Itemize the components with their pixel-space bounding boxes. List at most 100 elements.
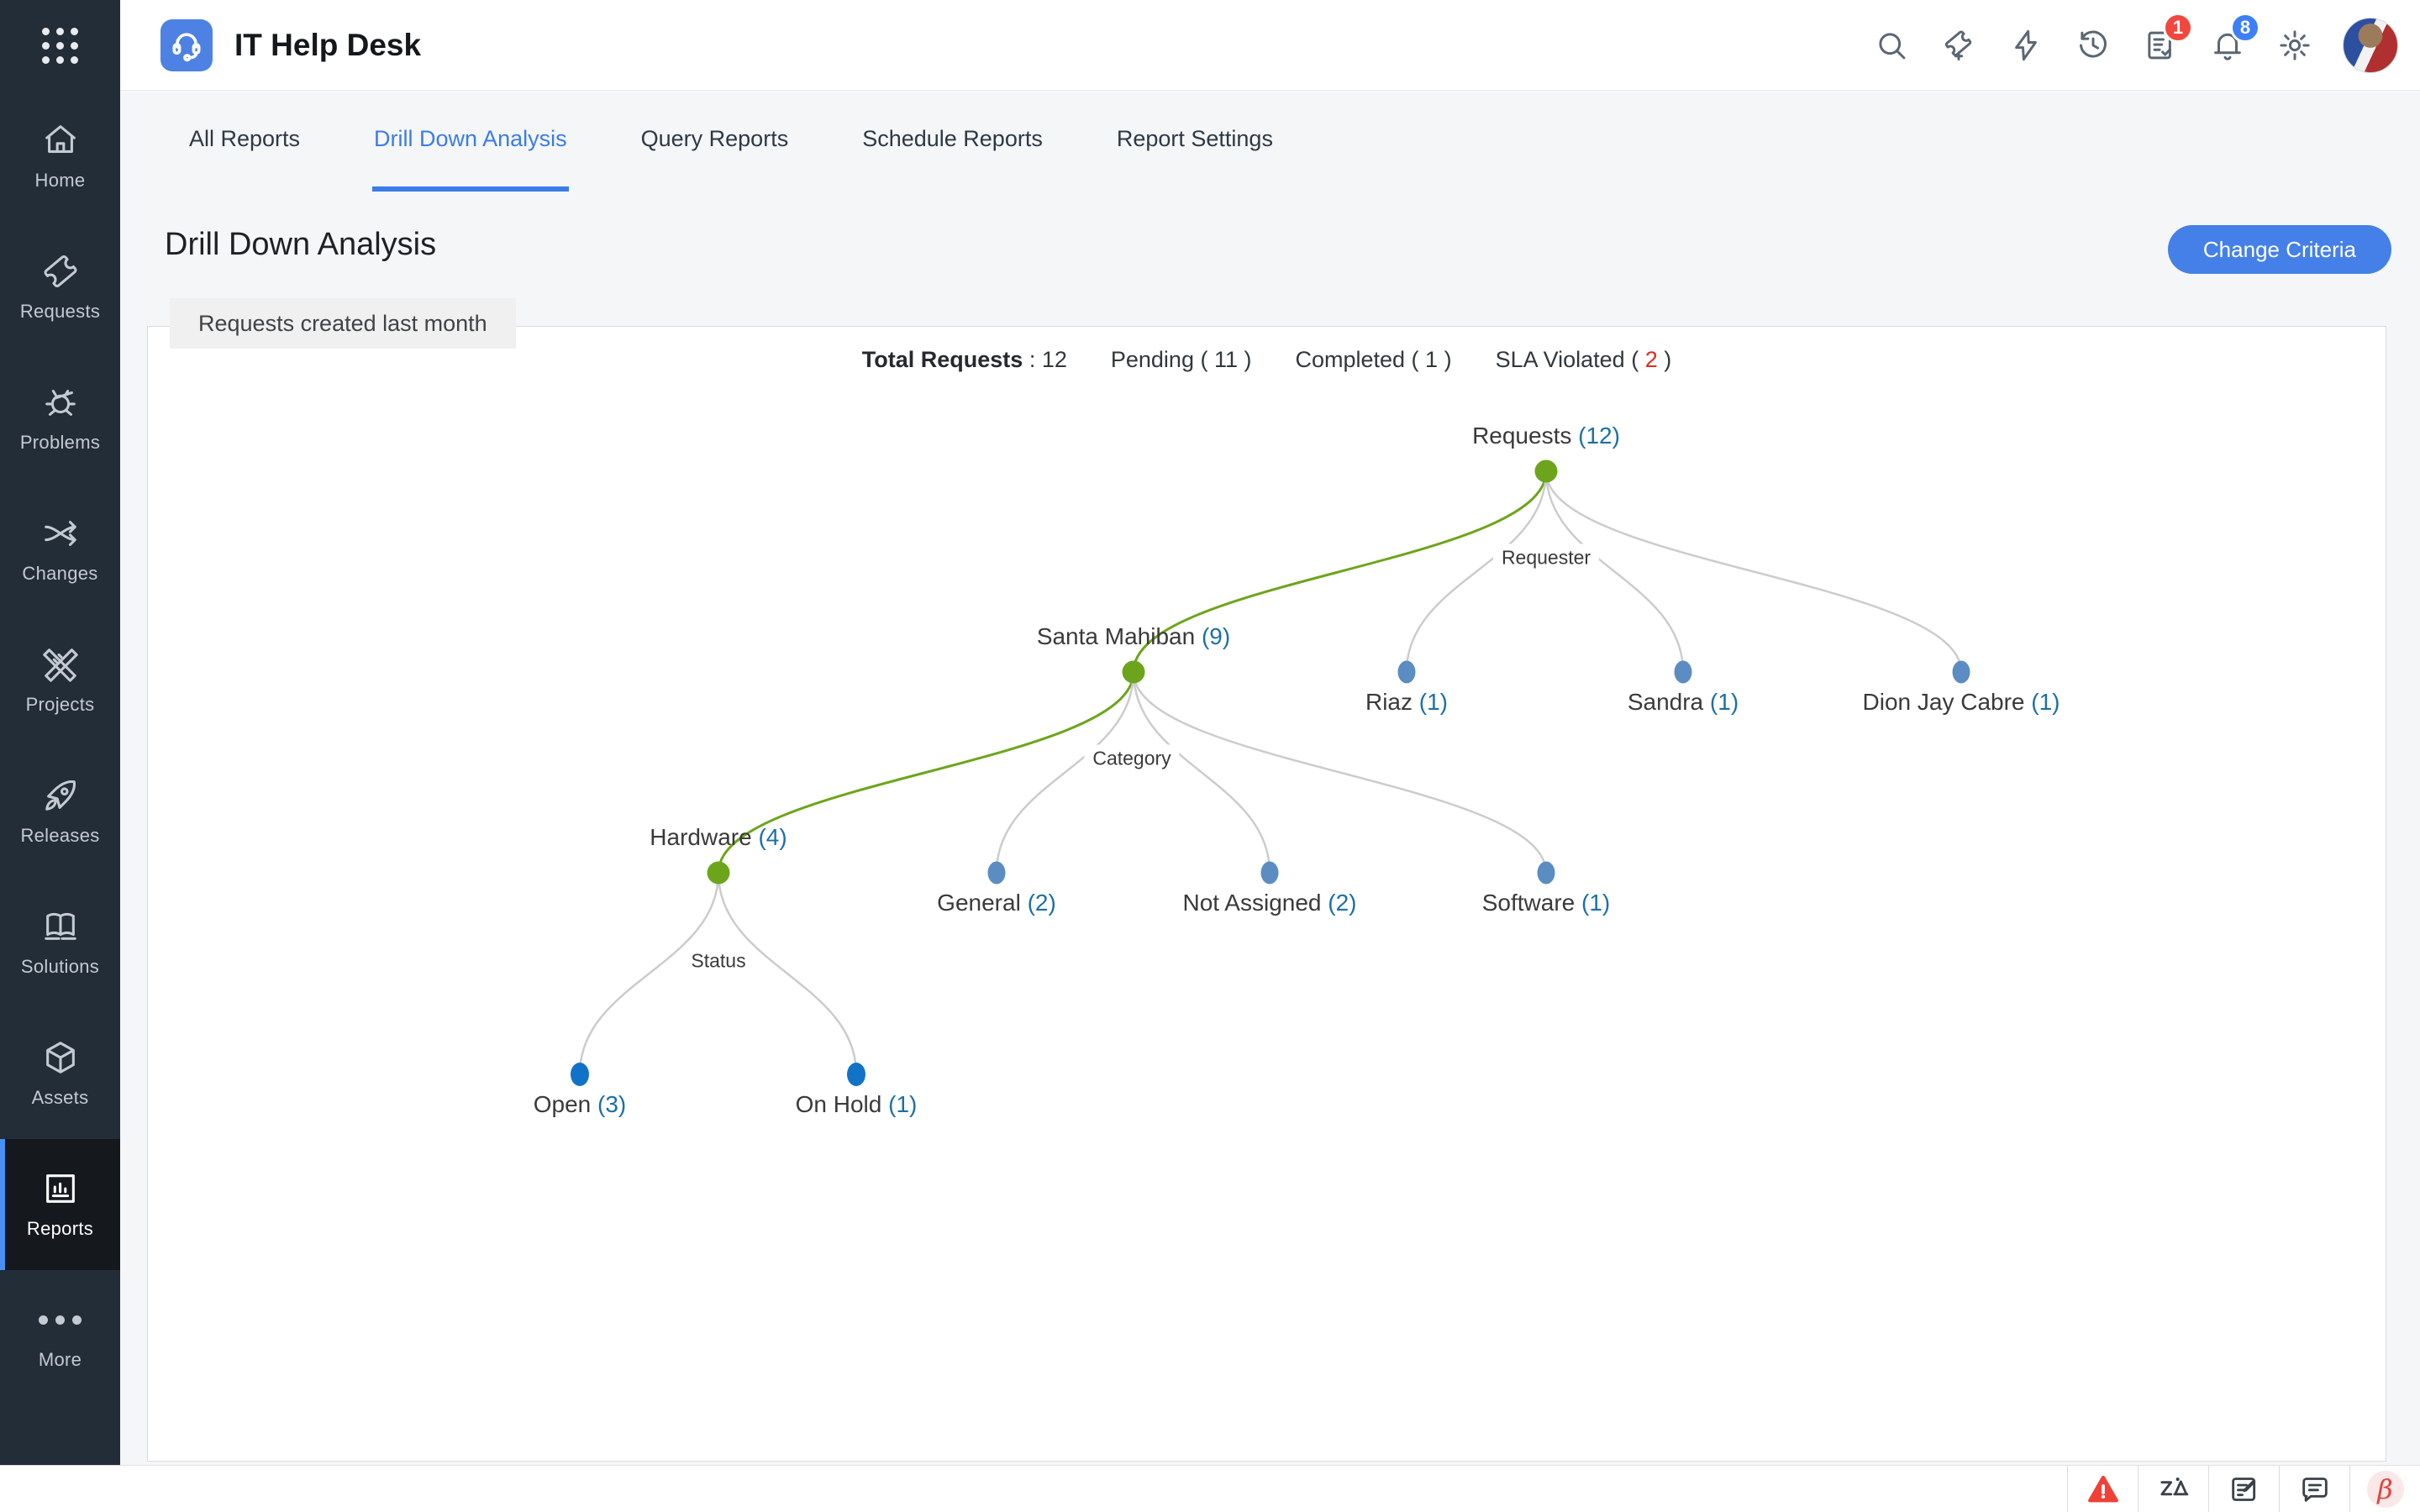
tab-drill-down-analysis[interactable]: Drill Down Analysis — [372, 92, 569, 192]
tab-report-settings[interactable]: Report Settings — [1116, 126, 1273, 151]
summary-completed: Completed ( 1 ) — [1295, 347, 1452, 372]
approvals-button[interactable]: 1 — [2141, 12, 2193, 65]
tree-node-label[interactable]: Open (3) — [533, 1091, 627, 1117]
sidebar-item-label: Reports — [26, 1218, 94, 1239]
edge-label-category: Category — [1084, 744, 1180, 773]
ellipsis-icon — [39, 1300, 82, 1339]
header-actions: 1 8 — [1872, 12, 2420, 73]
tab-all-reports[interactable]: All Reports — [189, 126, 301, 151]
sidebar-item-label: Changes — [22, 563, 98, 584]
sidebar-item-releases[interactable]: Releases — [0, 746, 120, 877]
sidebar-item-more[interactable]: More — [0, 1270, 120, 1401]
tree-node-label[interactable]: Sandra (1) — [1627, 689, 1739, 715]
sidebar-item-problems[interactable]: Problems — [0, 353, 120, 484]
tree-node-santa[interactable] — [1122, 660, 1145, 684]
tree-edge — [717, 671, 1135, 874]
task-list-icon — [2148, 31, 2171, 59]
report-criteria-chip[interactable]: Requests created last month — [170, 298, 516, 349]
shuffle-icon — [44, 521, 76, 546]
tree-edge — [1405, 470, 1548, 673]
tab-schedule-reports[interactable]: Schedule Reports — [862, 126, 1043, 151]
avatar[interactable] — [2343, 17, 2398, 73]
tree-node-riaz[interactable] — [1397, 660, 1416, 684]
report-tabs: All Reports Drill Down Analysis Query Re… — [120, 92, 2420, 192]
tree-node-requests[interactable] — [1534, 459, 1558, 483]
ticket-add-icon — [1944, 29, 1972, 60]
bug-icon — [45, 390, 76, 416]
sidebar-item-requests[interactable]: Requests — [0, 222, 120, 353]
tree-node-dion[interactable] — [1952, 660, 1970, 684]
summary-total: Total Requests : 12 — [861, 347, 1067, 372]
tree-node-hardware[interactable] — [707, 861, 730, 885]
search-icon — [1879, 32, 1906, 59]
tree-edge — [578, 872, 720, 1075]
sidebar-item-assets[interactable]: Assets — [0, 1008, 120, 1139]
tree-edge — [1132, 470, 1548, 673]
add-request-button[interactable] — [1939, 26, 1978, 65]
warning-triangle-icon — [2087, 1475, 2118, 1502]
rocket-icon — [45, 780, 76, 811]
sidebar: Home Requests Problems Changes Projects … — [0, 0, 120, 1466]
tree-node-label[interactable]: Requests (12) — [1472, 423, 1620, 449]
box-icon — [45, 1042, 75, 1074]
tree-node-sandra[interactable] — [1674, 660, 1692, 684]
ticket-icon — [44, 255, 76, 288]
tree-node-label[interactable]: Not Assigned (2) — [1182, 890, 1357, 916]
search-button[interactable] — [1872, 26, 1911, 65]
tree-node-label[interactable]: Riaz (1) — [1365, 689, 1449, 715]
tree-node-label[interactable]: Hardware (4) — [650, 824, 787, 850]
gear-icon — [2280, 29, 2310, 60]
headset-icon — [172, 32, 201, 61]
pencil-ruler-icon — [42, 648, 78, 682]
recent-items-button[interactable] — [2074, 26, 2112, 65]
notifications-button[interactable]: 8 — [2208, 12, 2260, 65]
edge-label-status: Status — [682, 947, 755, 975]
bottom-bar: β — [0, 1465, 2420, 1512]
app-title: IT Help Desk — [234, 27, 422, 62]
chat-button[interactable] — [2279, 1466, 2349, 1512]
change-criteria-button[interactable]: Change Criteria — [2167, 225, 2391, 274]
tree-edge — [995, 671, 1135, 874]
quick-actions-button[interactable] — [2007, 26, 2045, 65]
tree-node-notassigned[interactable] — [1260, 861, 1279, 885]
sidebar-item-solutions[interactable]: Solutions — [0, 877, 120, 1008]
drilldown-panel: Total Requests : 12 Pending ( 11 ) Compl… — [147, 326, 2386, 1462]
bell-icon — [2214, 33, 2241, 60]
sidebar-item-label: Solutions — [20, 956, 100, 977]
tab-query-reports[interactable]: Query Reports — [640, 126, 789, 151]
tree-node-label[interactable]: Santa Mahiban (9) — [1036, 623, 1231, 649]
book-icon — [44, 912, 76, 940]
zia-button[interactable] — [2138, 1466, 2208, 1512]
sidebar-item-label: Home — [34, 170, 86, 191]
sidebar-item-projects[interactable]: Projects — [0, 615, 120, 746]
top-header: IT Help Desk 1 8 — [120, 0, 2420, 91]
home-icon — [45, 125, 76, 153]
tree-node-general[interactable] — [987, 861, 1006, 885]
sidebar-item-home[interactable]: Home — [0, 91, 120, 222]
app-logo[interactable] — [160, 18, 213, 71]
sidebar-item-label: Problems — [19, 432, 101, 453]
history-icon — [2079, 30, 2107, 58]
sidebar-item-label: More — [38, 1349, 82, 1370]
settings-button[interactable] — [2275, 26, 2314, 65]
tree-node-label[interactable]: General (2) — [937, 890, 1056, 916]
feedback-button[interactable] — [2208, 1466, 2279, 1512]
zia-icon — [2160, 1477, 2188, 1495]
beta-icon: β — [2366, 1470, 2404, 1508]
sidebar-item-reports[interactable]: Reports — [0, 1139, 120, 1270]
app-launcher-button[interactable] — [0, 0, 120, 91]
tree-node-open[interactable] — [571, 1063, 589, 1086]
tree-node-label[interactable]: Dion Jay Cabre (1) — [1862, 689, 2060, 715]
tree-edge — [1132, 671, 1548, 874]
summary-sla: SLA Violated ( 2 ) — [1495, 347, 1672, 372]
tree-node-software[interactable] — [1537, 861, 1555, 885]
tree-node-label[interactable]: On Hold (1) — [795, 1091, 918, 1117]
sidebar-nav: Home Requests Problems Changes Projects … — [0, 91, 120, 1401]
alerts-button[interactable] — [2067, 1466, 2138, 1512]
sidebar-item-changes[interactable]: Changes — [0, 484, 120, 615]
beta-button[interactable]: β — [2349, 1466, 2420, 1512]
tree-node-label[interactable]: Software (1) — [1481, 890, 1611, 916]
tree-node-onhold[interactable] — [847, 1063, 865, 1086]
tree-edge — [1544, 470, 1963, 673]
